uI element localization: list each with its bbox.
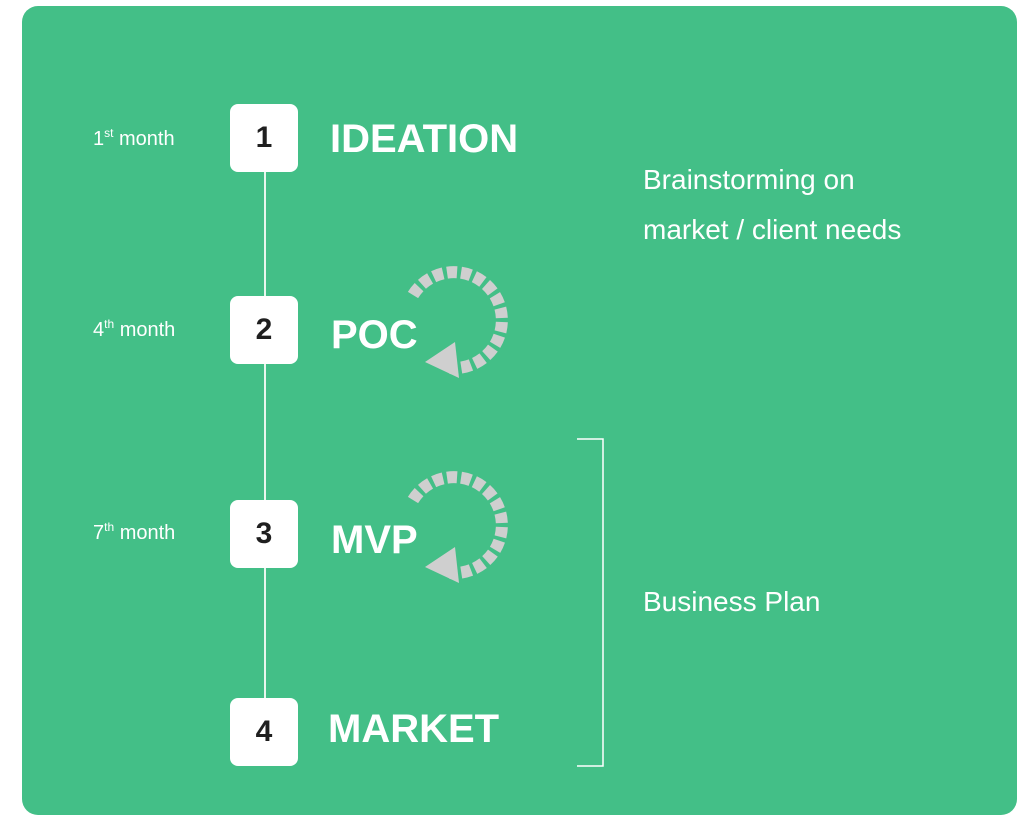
- step-4-title: MARKET: [328, 707, 500, 751]
- step-3-title: MVP: [331, 518, 418, 562]
- ideation-note-line-1: Brainstorming on: [643, 164, 855, 195]
- roadmap-panel: [22, 6, 1017, 815]
- step-2-title: POC: [331, 313, 418, 357]
- business-plan-note: Business Plan: [643, 586, 821, 617]
- ideation-note-line-2: market / client needs: [643, 214, 902, 245]
- step-1-title: IDEATION: [330, 117, 519, 161]
- step-4-number: 4: [255, 715, 273, 748]
- step-1-number: 1: [255, 121, 273, 154]
- business-plan-bracket: [577, 438, 604, 767]
- step-2-number: 2: [255, 313, 273, 346]
- step-3-number: 3: [255, 517, 273, 550]
- loop-arrow-icon: [407, 471, 508, 583]
- step-1-month-label: 1st month: [93, 126, 175, 150]
- step-3-number-box: 3: [230, 500, 298, 568]
- timeline-line: [264, 170, 266, 700]
- step-4-number-box: 4: [230, 698, 298, 766]
- step-3-month-label: 7th month: [93, 520, 176, 544]
- loop-arrow-icon: [407, 266, 508, 378]
- step-2-number-box: 2: [230, 296, 298, 364]
- step-2-month-label: 4th month: [93, 317, 176, 341]
- ideation-note: Brainstorming on market / client needs: [643, 155, 901, 255]
- step-1-number-box: 1: [230, 104, 298, 172]
